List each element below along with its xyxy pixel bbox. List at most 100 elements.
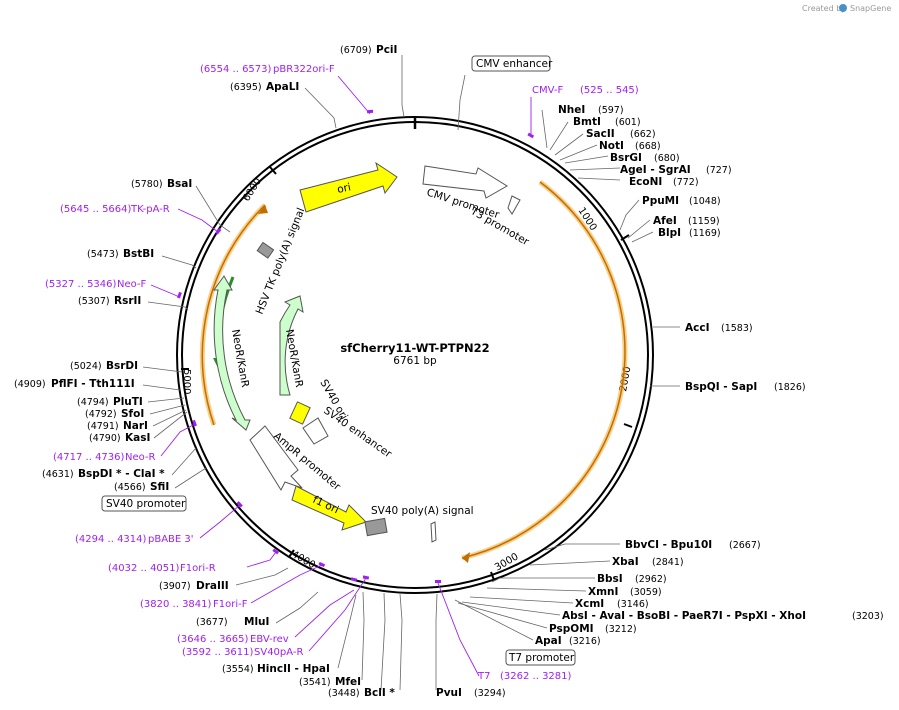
site-pluti: (4794) PluTI <box>77 396 143 408</box>
site-bsai: (5780) BsaI <box>131 178 192 190</box>
svg-text:(3592 .. 3611): (3592 .. 3611) <box>182 647 254 658</box>
svg-text:(1583): (1583) <box>721 323 753 334</box>
site-hincii-hpai: (3554) HincII - HpaI <box>222 663 330 675</box>
svg-text:CMV enhancer: CMV enhancer <box>476 58 553 70</box>
primer-neo-f: (5327 .. 5346) Neo-F <box>45 279 147 290</box>
neor-kanr-inner-feature <box>279 295 304 396</box>
svg-text:PspOMI: PspOMI <box>549 623 594 635</box>
site-noti: NotI (668) <box>599 140 661 152</box>
svg-text:(727): (727) <box>706 165 732 176</box>
svg-text:SV40pA-R: SV40pA-R <box>254 647 303 658</box>
svg-text:EcoNI: EcoNI <box>629 176 662 188</box>
svg-text:F1ori-F: F1ori-F <box>213 599 248 610</box>
svg-text:RsrII: RsrII <box>114 295 141 307</box>
orf-arc-left <box>201 204 266 426</box>
svg-text:XbaI: XbaI <box>612 556 639 568</box>
svg-text:(662): (662) <box>630 129 656 140</box>
svg-text:SfoI: SfoI <box>121 408 144 420</box>
orf-arc-right-arrowhead <box>462 552 470 563</box>
created-by-text: Created by <box>802 4 846 13</box>
primer-ebv-rev: (3646 .. 3665) EBV-rev <box>177 634 289 645</box>
svg-text:(3677): (3677) <box>196 617 228 628</box>
svg-text:SacII: SacII <box>586 128 615 140</box>
site-apai: ApaI (3216) <box>535 635 601 647</box>
svg-text:(3907): (3907) <box>159 581 191 592</box>
primer-pbr322ori-f: (6554 .. 6573) pBR322ori-F <box>200 64 335 75</box>
primer-tk-pa-r: (5645 .. 5664) TK-pA-R <box>60 204 170 215</box>
svg-text:(668): (668) <box>635 141 661 152</box>
svg-text:ApaI: ApaI <box>535 635 562 647</box>
sv40-enhancer-feature <box>302 417 329 445</box>
svg-text:EBV-rev: EBV-rev <box>250 634 289 645</box>
site-draiii: (3907) DraIII <box>159 580 229 592</box>
site-xbai: XbaI (2841) <box>612 556 684 568</box>
svg-text:T7: T7 <box>477 671 490 682</box>
snapgene-logo-icon <box>839 4 847 12</box>
svg-text:(5645 .. 5664): (5645 .. 5664) <box>60 204 132 215</box>
svg-text:BmtI: BmtI <box>573 116 601 128</box>
svg-text:NheI: NheI <box>558 104 585 116</box>
svg-text:AfeI: AfeI <box>653 215 677 227</box>
site-sacii: SacII (662) <box>586 128 656 140</box>
plasmid-length: 6761 bp <box>393 355 437 367</box>
svg-text:PciI: PciI <box>376 44 397 56</box>
svg-text:ApaLI: ApaLI <box>266 81 299 93</box>
site-rsrii: (5307) RsrII <box>78 295 141 307</box>
neor-kanr-outer-feature <box>213 275 251 431</box>
neor-kanr-outer-label: NeoR/KanR <box>229 328 251 388</box>
svg-text:HincII - HpaI: HincII - HpaI <box>257 663 330 675</box>
site-bsrgi: BsrGI (680) <box>610 152 680 164</box>
svg-text:CMV-F: CMV-F <box>532 85 563 96</box>
svg-text:(5307): (5307) <box>78 296 110 307</box>
svg-text:(3203): (3203) <box>852 611 884 622</box>
svg-text:pBABE 3': pBABE 3' <box>148 534 194 545</box>
site-apali: (6395) ApaLI <box>230 81 299 93</box>
svg-text:(4631): (4631) <box>42 469 74 480</box>
svg-text:BlpI: BlpI <box>658 227 681 239</box>
svg-text:(1169): (1169) <box>689 228 721 239</box>
site-xmni: XmnI (3059) <box>588 586 662 598</box>
tick-label-4000: 4000 <box>290 549 318 571</box>
svg-text:(5473): (5473) <box>87 249 119 260</box>
svg-text:PvuI: PvuI <box>436 687 462 699</box>
svg-text:BsrDI: BsrDI <box>106 360 138 372</box>
svg-text:(3646 .. 3665): (3646 .. 3665) <box>177 634 249 645</box>
svg-text:NotI: NotI <box>599 140 624 152</box>
svg-text:DraIII: DraIII <box>196 580 229 592</box>
svg-text:(601): (601) <box>615 117 641 128</box>
svg-text:MluI: MluI <box>244 616 269 628</box>
svg-text:(525 .. 545): (525 .. 545) <box>580 85 639 96</box>
svg-text:MfeI: MfeI <box>335 676 361 688</box>
site-kasi: (4790) KasI <box>89 432 150 444</box>
site-bbvci-bpu10i: BbvCI - Bpu10I (2667) <box>625 539 761 551</box>
cmv-promoter-feature <box>422 165 508 199</box>
svg-text:(4294 .. 4314): (4294 .. 4314) <box>75 534 147 545</box>
boxed-label-cmv-enhancer: CMV enhancer <box>471 55 553 72</box>
site-bbsi: BbsI (2962) <box>597 573 667 585</box>
svg-text:T7 promoter: T7 promoter <box>508 652 575 664</box>
svg-text:(4790): (4790) <box>89 433 121 444</box>
site-pvui: PvuI (3294) <box>436 687 506 699</box>
site-afei: AfeI (1159) <box>653 215 720 227</box>
site-xhoi-group: AbsI - AvaI - BsoBI - PaeR7I - PspXI - X… <box>562 610 884 622</box>
svg-text:(5327 .. 5346): (5327 .. 5346) <box>45 279 117 290</box>
site-acci: AccI (1583) <box>685 322 753 334</box>
site-blpi: BlpI (1169) <box>658 227 721 239</box>
site-pspomi: PspOMI (3212) <box>549 623 637 635</box>
site-agei-sgrai: AgeI - SgrAI (727) <box>620 164 732 176</box>
site-sfii: (4566) SfiI <box>114 481 169 493</box>
svg-text:(2667): (2667) <box>729 540 761 551</box>
svg-text:PluTI: PluTI <box>113 396 143 408</box>
svg-text:(4792): (4792) <box>85 409 117 420</box>
svg-text:(5024): (5024) <box>70 361 102 372</box>
svg-text:SV40 promoter: SV40 promoter <box>106 498 186 510</box>
leader-lines <box>142 55 680 691</box>
svg-text:pBR322ori-F: pBR322ori-F <box>273 64 335 75</box>
ori-feature <box>299 161 398 213</box>
primer-markers <box>177 109 535 583</box>
hsv-tk-feature <box>256 241 275 259</box>
ampr-promoter-feature <box>249 425 303 492</box>
svg-text:NarI: NarI <box>123 420 148 432</box>
